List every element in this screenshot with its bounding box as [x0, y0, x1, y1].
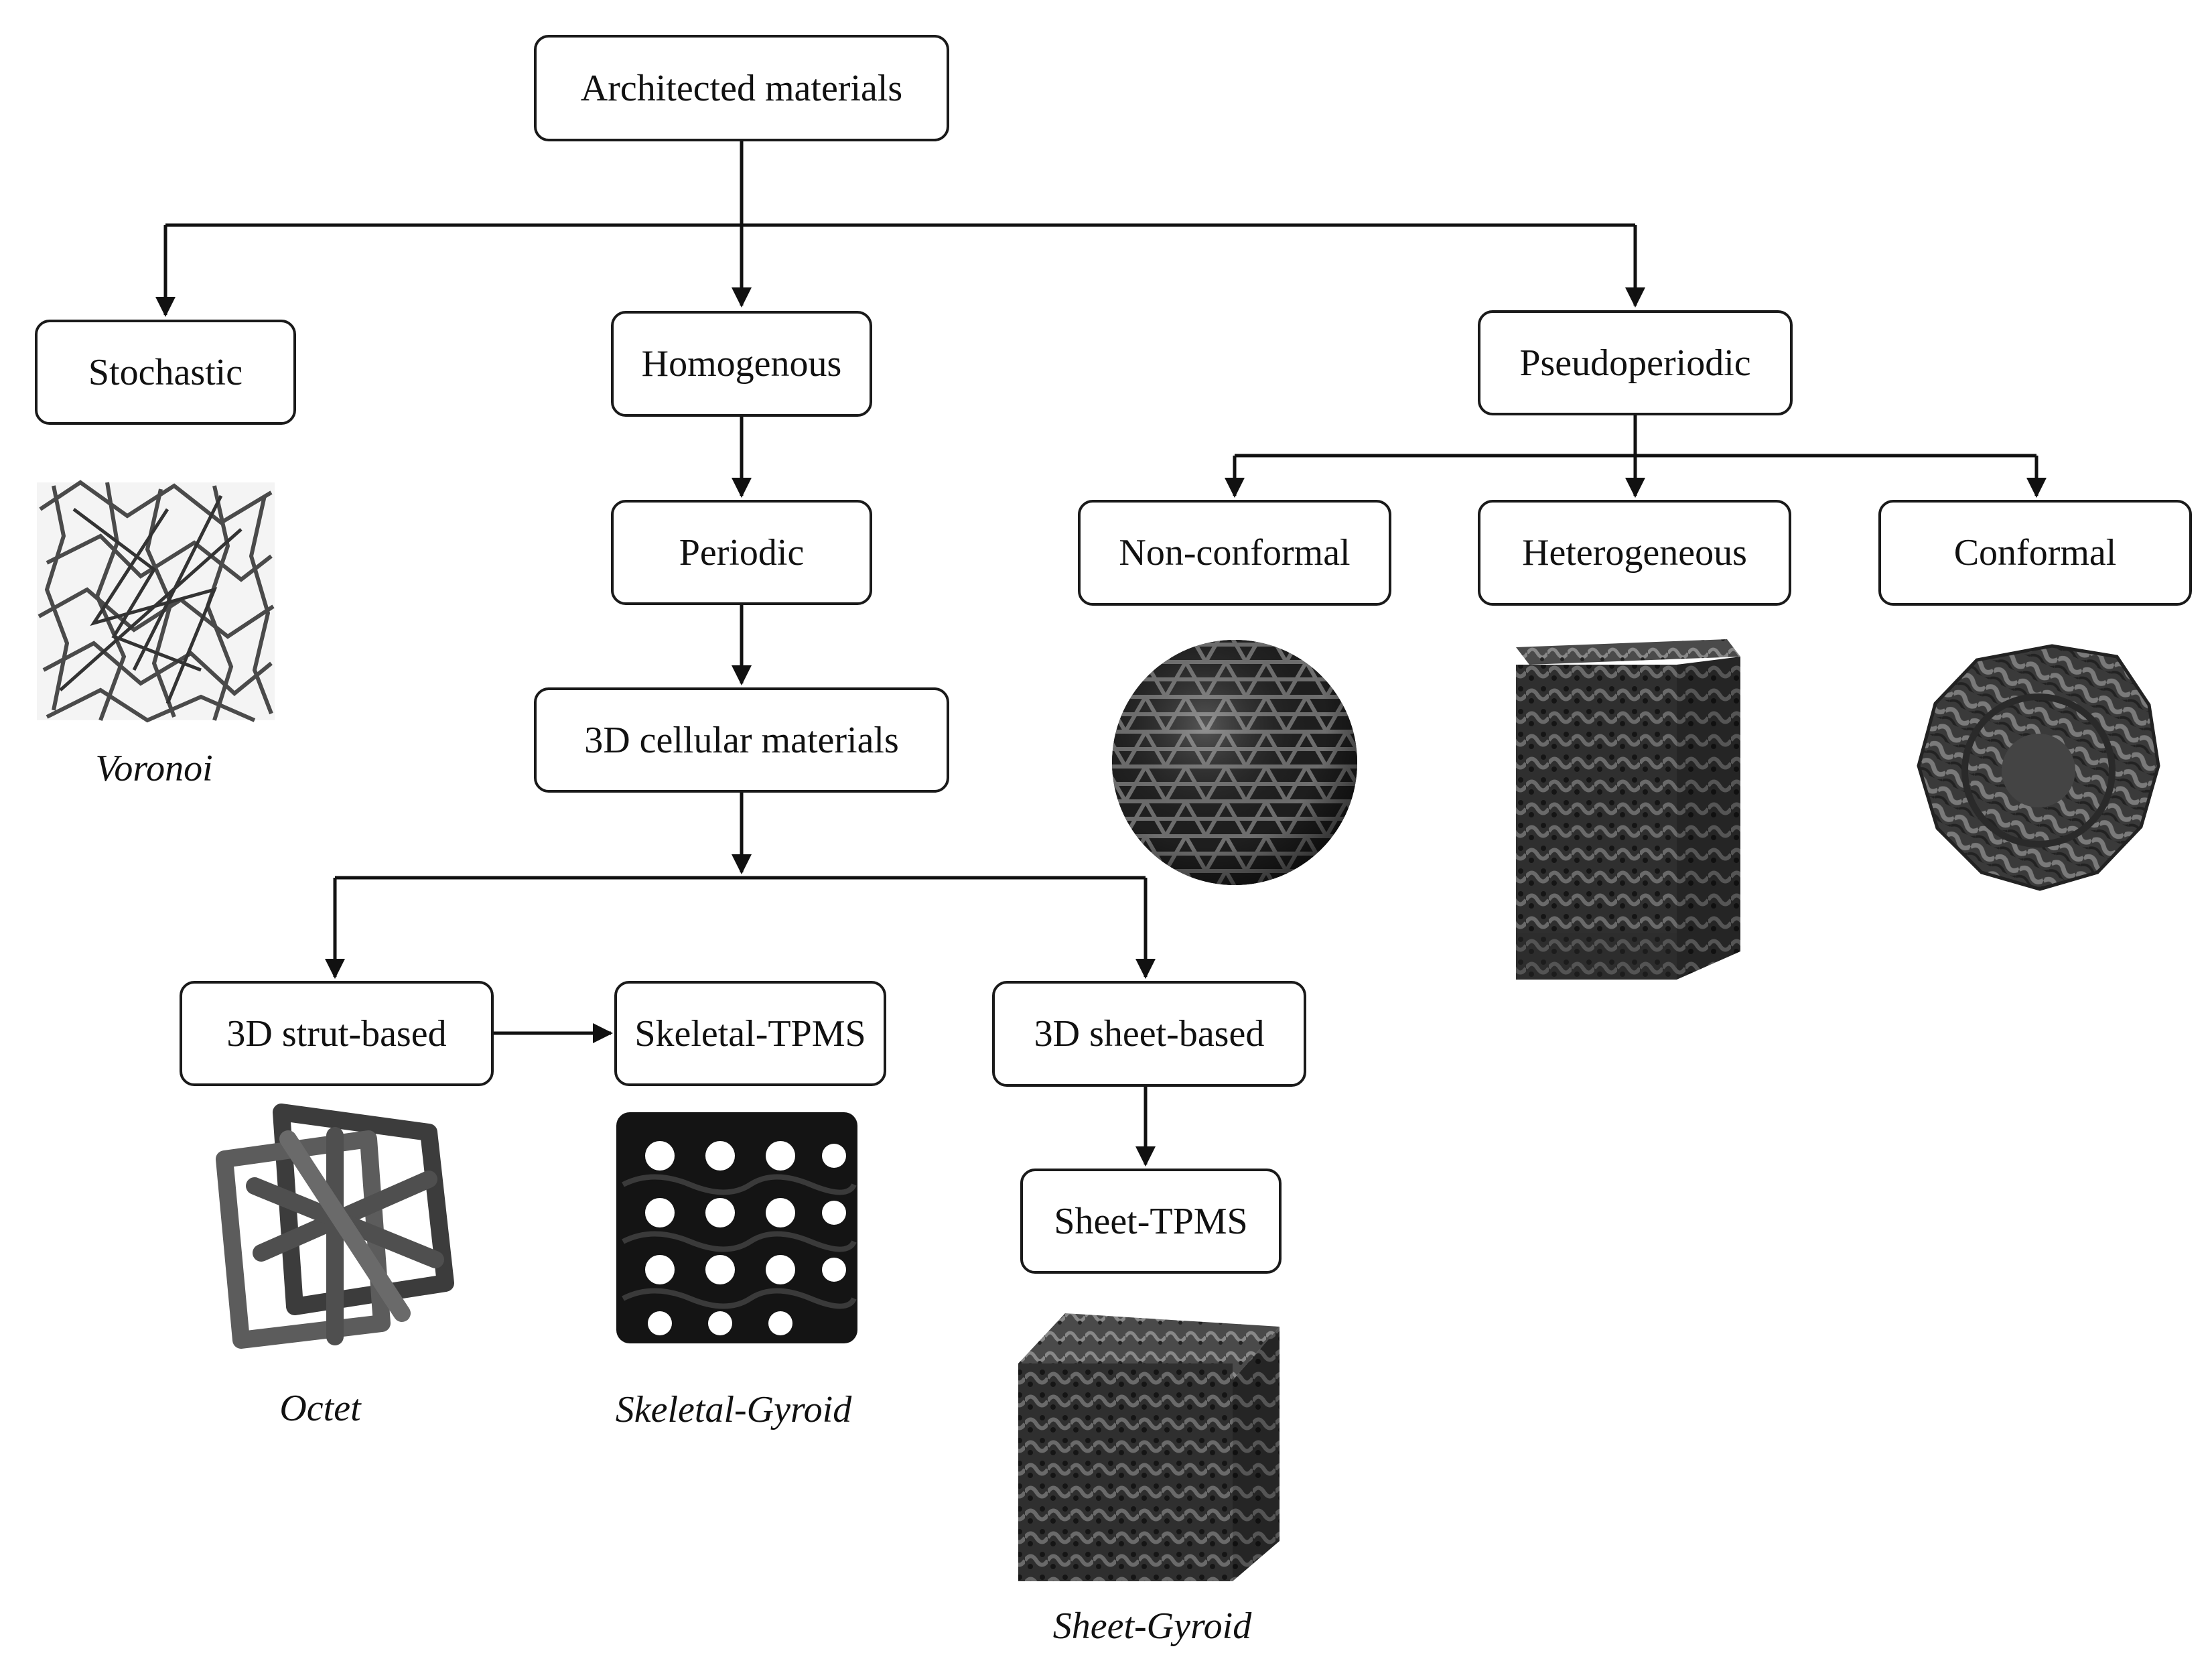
node-pseudoperiodic: Pseudoperiodic — [1478, 310, 1793, 415]
voronoi-illustration — [37, 480, 275, 723]
skeletal-gyroid-illustration — [616, 1112, 857, 1343]
node-periodic: Periodic — [611, 500, 872, 605]
conformal-polygon-illustration — [1917, 644, 2160, 891]
connectors — [155, 141, 2047, 1167]
octet-illustration — [216, 1104, 454, 1349]
node-heterogeneous: Heterogeneous — [1478, 500, 1791, 606]
caption-voronoi: Voronoi — [95, 748, 213, 789]
caption-skeletal-gyroid: Skeletal-Gyroid — [615, 1389, 852, 1430]
caption-octet: Octet — [279, 1388, 361, 1429]
node-non-conformal: Non-conformal — [1078, 500, 1391, 606]
node-3d-cellular-materials: 3D cellular materials — [534, 687, 949, 793]
node-skeletal-tpms: Skeletal-TPMS — [614, 981, 886, 1086]
node-sheet-tpms: Sheet-TPMS — [1020, 1169, 1282, 1274]
sphere-illustration — [1112, 640, 1357, 885]
node-3d-strut-based: 3D strut-based — [180, 981, 494, 1086]
heterogeneous-block-illustration — [1516, 639, 1740, 980]
caption-sheet-gyroid: Sheet-Gyroid — [1052, 1605, 1252, 1647]
node-conformal: Conformal — [1878, 500, 2192, 606]
node-stochastic: Stochastic — [35, 320, 296, 425]
node-3d-sheet-based: 3D sheet-based — [992, 981, 1306, 1087]
node-homogenous: Homogenous — [611, 311, 872, 417]
sheet-gyroid-illustration — [1018, 1313, 1280, 1581]
node-architected-materials: Architected materials — [534, 35, 949, 141]
